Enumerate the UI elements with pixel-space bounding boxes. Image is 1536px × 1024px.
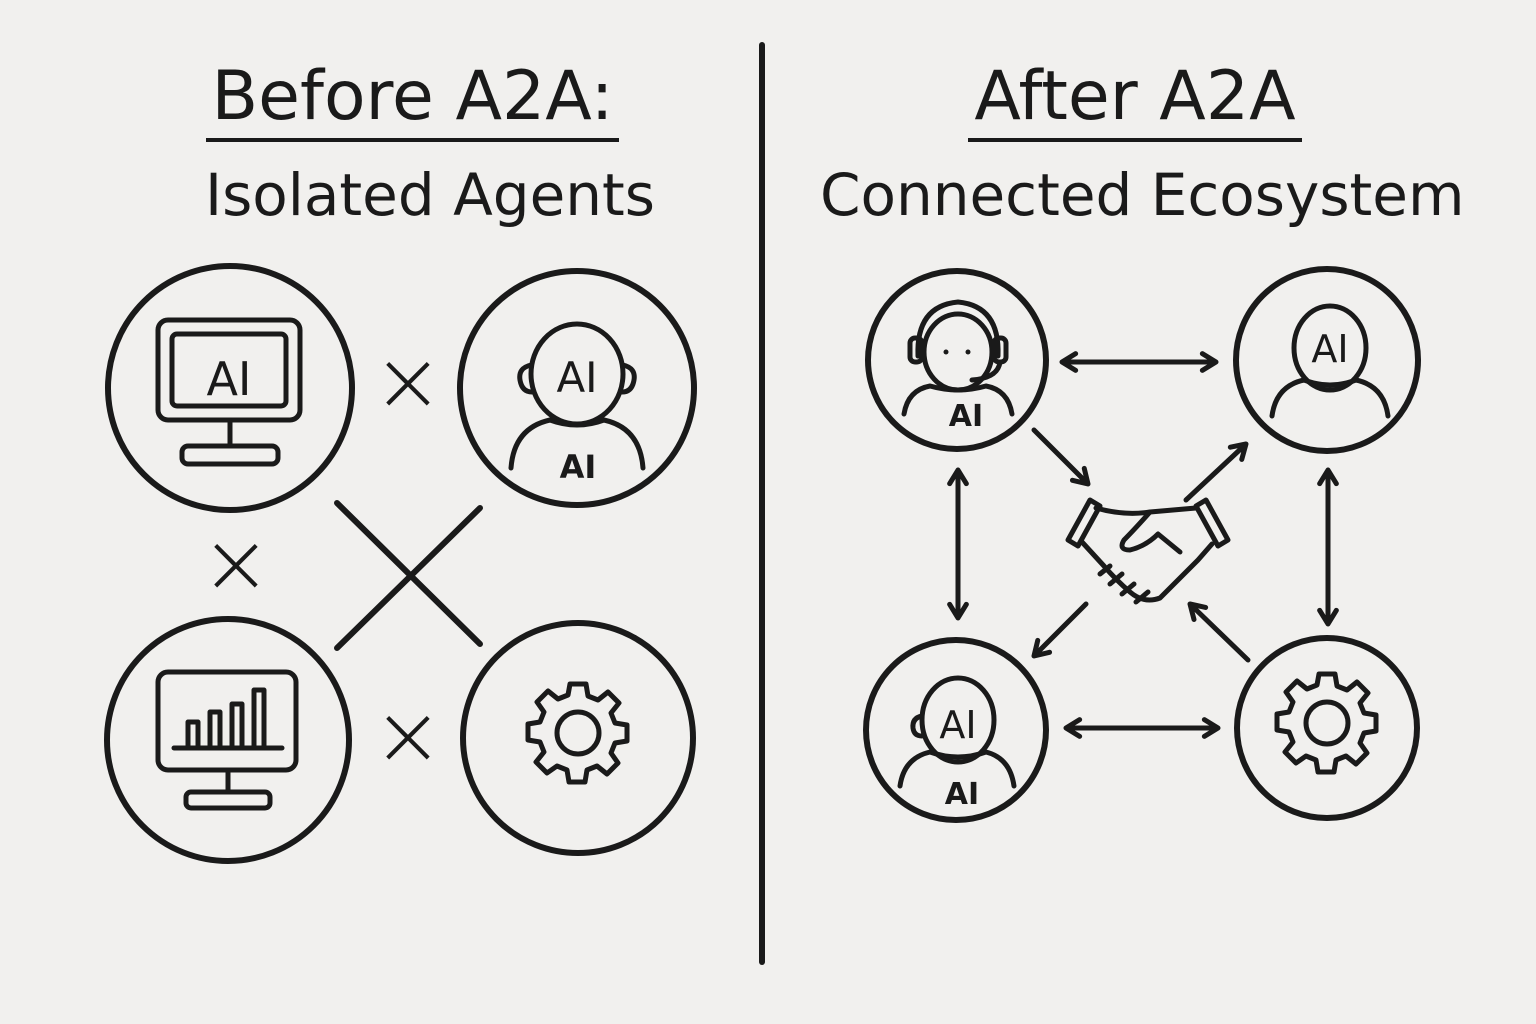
after-node-person-agent-label: AI	[1311, 327, 1348, 371]
after-node-person-agent-2-head-label: AI	[939, 703, 976, 747]
before-title-text: Before A2A:	[205, 57, 620, 142]
blocked-x-left: ×	[201, 514, 271, 612]
after-node-headset-agent: AI	[865, 268, 1049, 452]
arrow-right-bidirectional	[1317, 467, 1339, 627]
monitor-chart-icon	[155, 669, 299, 811]
blocked-x-bottom: ×	[373, 686, 443, 784]
after-node-gear	[1234, 635, 1420, 821]
arrow-from-handshake-to-bottom-left	[1031, 601, 1089, 659]
arrow-bottom-bidirectional	[1063, 717, 1221, 739]
gear-icon	[528, 684, 627, 782]
headset-person-icon	[901, 299, 1015, 417]
handshake-icon	[1065, 497, 1231, 605]
before-subtitle: Isolated Agents	[204, 161, 656, 229]
person-ai-icon	[508, 321, 646, 471]
before-node-monitor-ai-label: AI	[206, 352, 251, 406]
before-node-gear	[460, 620, 696, 856]
crossed-line-2	[334, 505, 483, 651]
arrow-to-handshake-from-bottom-right	[1187, 601, 1251, 663]
after-node-headset-agent-label: AI	[949, 399, 983, 434]
before-node-person-ai: AI AI	[457, 268, 697, 508]
after-subtitle: Connected Ecosystem	[820, 161, 1465, 229]
before-blocked-connections: × × ×	[201, 332, 483, 784]
gear-icon	[1277, 674, 1376, 772]
before-node-person-ai-head-label: AI	[556, 353, 597, 402]
person-ai-icon	[897, 675, 1017, 789]
before-node-monitor-chart	[104, 616, 352, 864]
before-node-monitor-ai: AI	[105, 263, 355, 513]
after-node-person-agent: AI	[1233, 266, 1421, 454]
arrow-top-bidirectional	[1059, 351, 1219, 373]
connection-arrows	[947, 351, 1339, 739]
arrow-from-handshake-to-top-right	[1183, 441, 1249, 503]
blocked-x-top: ×	[373, 332, 443, 430]
arrow-to-handshake-from-top-left	[1031, 427, 1091, 487]
after-title: After A2A	[935, 56, 1335, 142]
crossed-line-1	[334, 500, 483, 647]
arrow-left-bidirectional	[947, 467, 969, 621]
monitor-ai-icon	[155, 317, 303, 467]
person-ai-icon	[1269, 303, 1391, 419]
before-title: Before A2A:	[205, 56, 620, 142]
after-node-person-agent-2-body-label: AI	[945, 777, 979, 812]
before-node-person-ai-body-label: AI	[560, 448, 597, 486]
after-node-person-agent-2: AI AI	[863, 637, 1049, 823]
after-title-text: After A2A	[968, 57, 1302, 142]
